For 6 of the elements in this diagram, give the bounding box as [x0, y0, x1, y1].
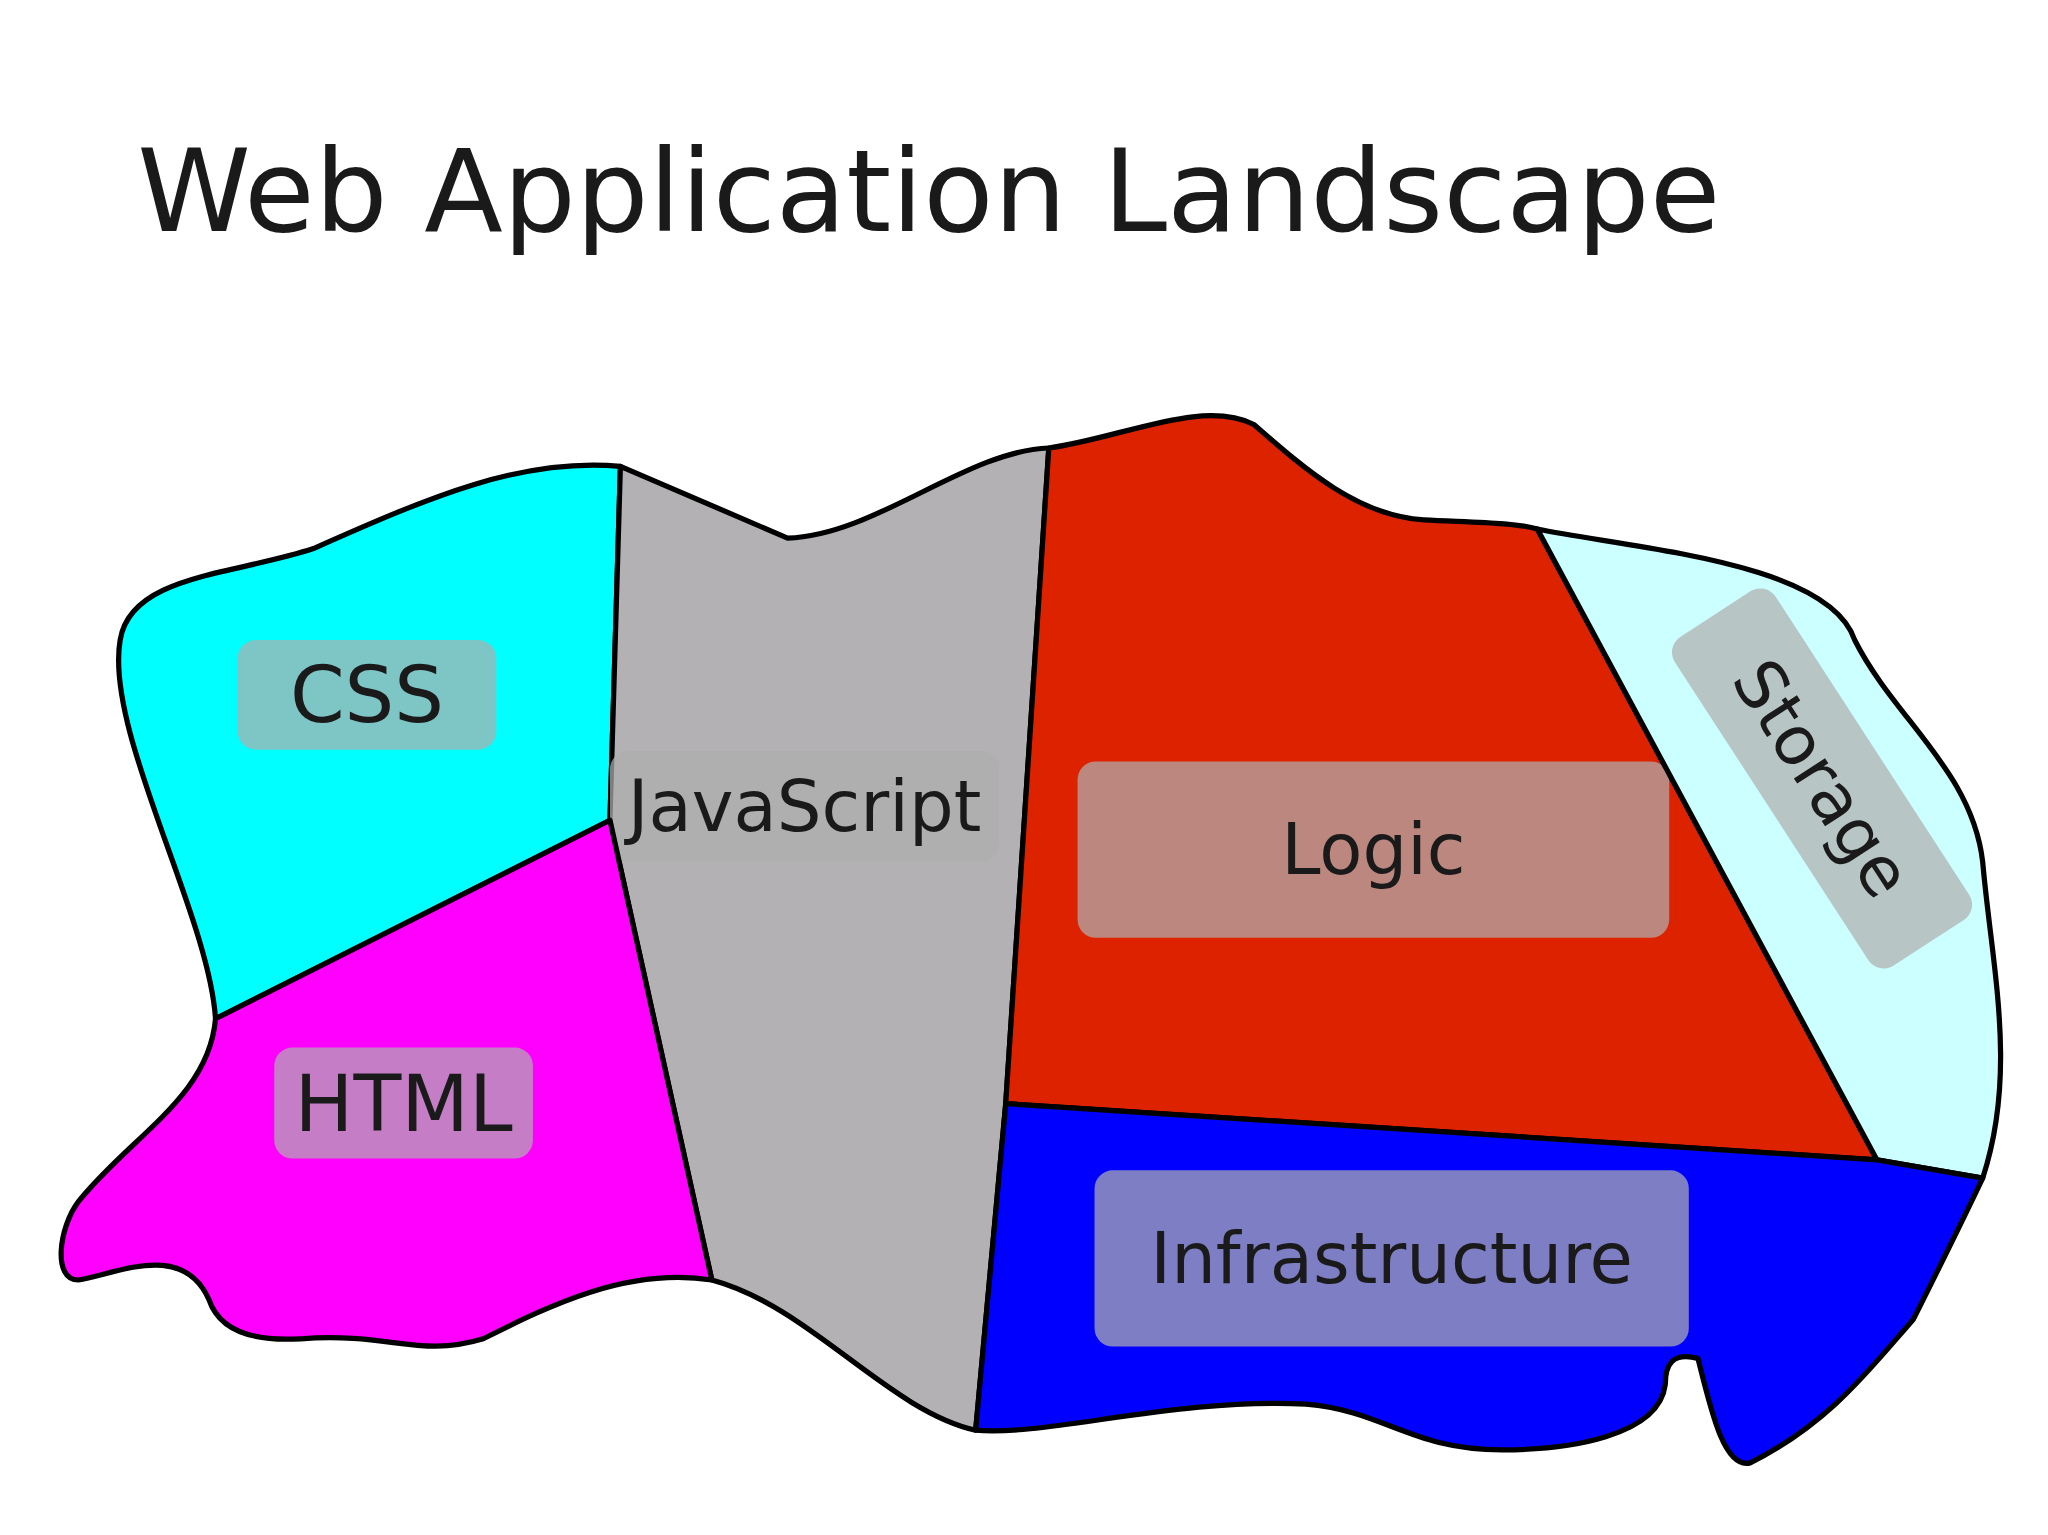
region-label: Infrastructure [1094, 1170, 1689, 1347]
region-label: Logic [1077, 761, 1670, 938]
region-label: CSS [237, 640, 497, 750]
region-label: HTML [274, 1047, 533, 1159]
region-label: JavaScript [609, 751, 1000, 863]
title: Web Application Landscape [137, 124, 1721, 259]
